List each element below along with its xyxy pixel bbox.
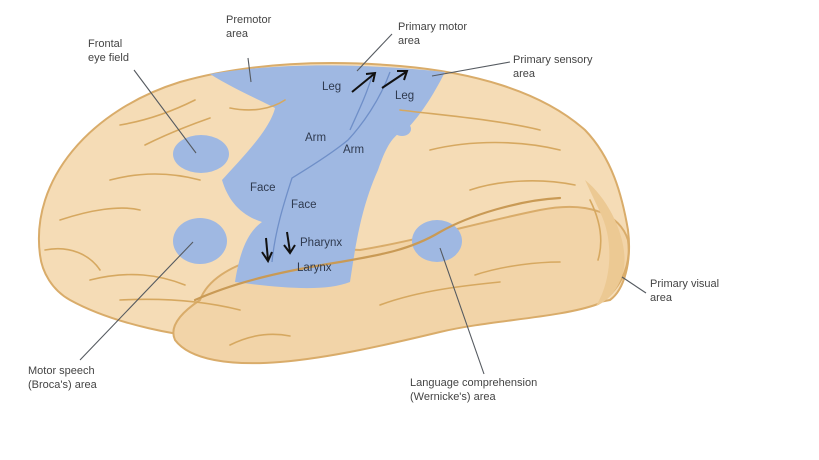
sensory-notch [393,122,411,136]
motor-face-label: Face [250,182,276,194]
broca-region [173,218,227,264]
label-wernicke: Language comprehension(Wernicke's) area [410,377,537,403]
sensory-face-label: Face [291,199,317,211]
leg-arrow-sensory [381,70,409,89]
primary-visual-leader [621,276,647,294]
motor-sensory-area [210,65,445,289]
primary-motor-leader [356,33,393,72]
larynx-arrow [283,231,296,255]
sensory-leg-label: Leg [395,90,414,102]
central-sulcus [271,71,391,263]
wernicke-region [412,220,462,262]
lateral-fissure [193,196,562,302]
precentral-line [349,75,373,131]
label-broca: Motor speech(Broca's) area [28,365,98,391]
motor-arm-label: Arm [305,132,326,144]
sulci [44,99,602,346]
pharynx-arrow [261,237,273,264]
wernicke-leader [439,247,485,375]
primary-sensory-leader [431,61,511,77]
larynx-label: Larynx [297,262,332,274]
frontal-eye-field-region [173,135,229,173]
sensory-arm-label: Arm [343,144,364,156]
occipital-pole [585,180,625,306]
leg-arrow-motor [351,71,377,93]
frontal-eye-leader [133,69,197,154]
broca-leader [79,241,194,361]
premotor-leader [247,57,252,83]
pharynx-label: Pharynx [300,237,342,249]
motor-leg-label: Leg [322,81,341,93]
